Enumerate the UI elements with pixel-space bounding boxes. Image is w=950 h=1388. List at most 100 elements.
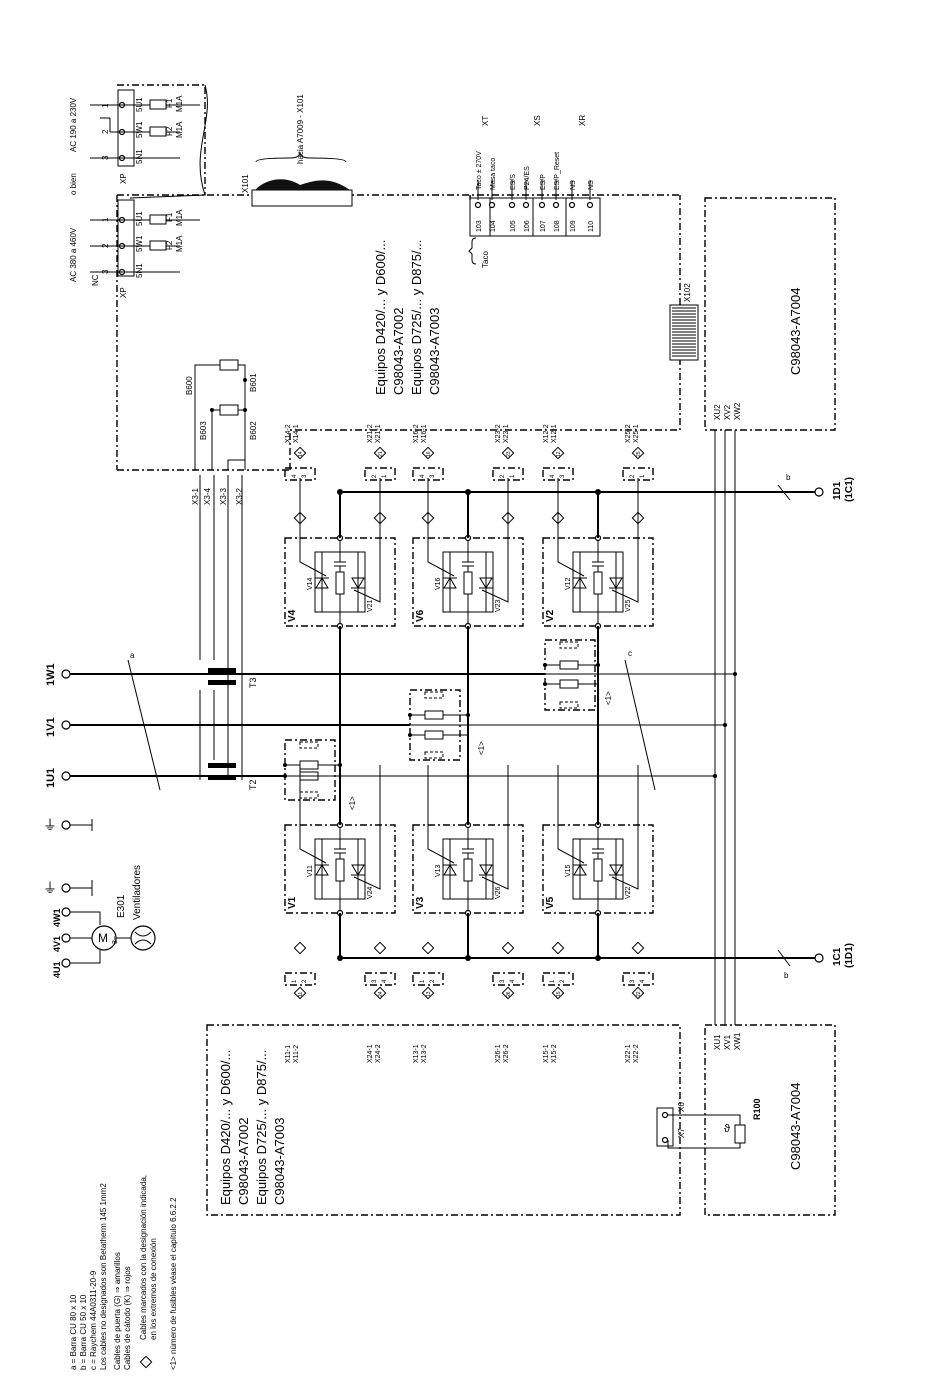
motor-term-xu1: XU1 xyxy=(713,1034,722,1050)
ribbon-x101: X101 hacia A7009 - X101 xyxy=(241,94,353,207)
fuse-rating-3: M1A xyxy=(175,209,184,226)
terminal-1u1[interactable] xyxy=(61,771,71,781)
board-bottom-right-label: C98043-A7004 xyxy=(788,1083,803,1170)
tacho-terminal-105[interactable] xyxy=(508,201,516,209)
board-top-line-1: Equipos D420/... y D600/... xyxy=(373,240,388,395)
fan-motor-symbol: M xyxy=(98,931,108,945)
legend-line-a: a = Barra CU 80 x 10 xyxy=(69,1294,78,1370)
motor-term-xw2: XW2 xyxy=(733,402,742,420)
junction xyxy=(465,489,471,495)
fuse-rating-2: M1A xyxy=(175,121,184,138)
fuse-bank-outline xyxy=(409,689,461,761)
fan-earth-icon: ⏚ xyxy=(43,880,57,896)
dc-bottom-label: 1C1 xyxy=(832,947,843,966)
connector-block xyxy=(542,972,574,986)
transformer-t3: T3 xyxy=(248,677,258,688)
pin-label: 2 xyxy=(302,979,308,983)
connector-label: X11-1 xyxy=(285,1045,292,1063)
pin-label: 2 xyxy=(430,979,436,983)
supply-nc: NC xyxy=(91,274,100,286)
diamond-icon xyxy=(139,1355,153,1369)
pin-label: 3 xyxy=(302,474,308,478)
snubber-resistor-icon xyxy=(593,571,603,595)
term-x3-3: X3-3 xyxy=(219,488,228,505)
gate-lead xyxy=(353,765,381,890)
connector-x6: X6 xyxy=(677,1102,686,1112)
board-top-right-label: C98043-A7004 xyxy=(788,288,803,375)
thermo-sensor: X6 X7 ϑ R100 xyxy=(656,1098,762,1149)
gate-lead xyxy=(611,765,639,890)
terminal-1d1[interactable] xyxy=(814,487,824,497)
connector-label: X24-1 xyxy=(367,1044,374,1063)
terminal-1w1[interactable] xyxy=(61,669,71,679)
diamond-icon xyxy=(421,986,435,1000)
diamond-num: 14 xyxy=(298,451,304,457)
tacho-terminal-106[interactable] xyxy=(522,201,530,209)
fan-term-4v1: 4V1 xyxy=(52,936,62,952)
earth-terminal[interactable] xyxy=(61,820,71,830)
connector-block xyxy=(284,467,316,481)
tacho-signal-label: Masa taco xyxy=(490,158,497,190)
tacho-terminal-108[interactable] xyxy=(552,201,560,209)
terminal-1v1[interactable] xyxy=(61,720,71,730)
diamond-icon xyxy=(501,986,515,1000)
connector-label: X22-2 xyxy=(633,1044,640,1063)
gate-lead xyxy=(481,765,509,890)
board-bottom-line-4: C98043-A7003 xyxy=(272,1118,287,1205)
connector-label: X14-1 xyxy=(293,424,300,443)
supply-wire-5w1b: 5W1 xyxy=(135,235,144,252)
pin-label: 1 xyxy=(510,474,516,478)
fuse-icon xyxy=(424,710,444,720)
tacho-signal-label: Taco ± 270V xyxy=(476,151,483,190)
motor-term-xw1: XW1 xyxy=(733,1032,742,1050)
fuse-icon xyxy=(424,751,444,759)
dc-bus: 1D1 (1C1) 1C1 (1D1) b b xyxy=(340,473,855,980)
pin-label: 1 xyxy=(550,979,556,983)
thyristor-gate-label: V14 xyxy=(307,577,314,590)
diamond-icon xyxy=(631,446,645,460)
connector-label: X14-2 xyxy=(285,424,292,443)
diamond-icon xyxy=(293,986,307,1000)
terminal-1c1[interactable] xyxy=(814,953,824,963)
connector-label: X12-2 xyxy=(543,424,550,443)
fuse-icon xyxy=(559,679,579,689)
tacho-signal-label: ES/P xyxy=(540,174,547,190)
tacho-terminal-num: 108 xyxy=(554,220,561,232)
tacho-terminal-109[interactable] xyxy=(568,201,576,209)
board-top-line-4: C98043-A7003 xyxy=(427,308,442,395)
fan-label: Ventiladores xyxy=(132,865,143,920)
pin-label: 2 xyxy=(372,474,378,478)
tacho-signal-label: P24/ES xyxy=(524,166,531,190)
pin-label: 3 xyxy=(500,979,506,983)
thermo-symbol: ϑ xyxy=(724,1123,730,1135)
tacho-terminal-110[interactable] xyxy=(586,201,594,209)
supply-connector-bottom: XP xyxy=(119,287,128,298)
fan-term-4u1: 4U1 xyxy=(52,961,62,978)
supply-term-3b: 3 xyxy=(101,269,110,274)
gate-lead xyxy=(481,478,509,603)
junction xyxy=(595,955,601,961)
fuse-icon xyxy=(559,660,579,670)
board-bottom: Equipos D420/... y D600/... C98043-A7002… xyxy=(206,1024,681,1216)
connector-block xyxy=(492,467,524,481)
tacho-terminal-104[interactable] xyxy=(488,201,496,209)
pin-label: 1 xyxy=(292,979,298,983)
legend-line-gate: Cables de puerta (G) ⇒ amarillos xyxy=(113,1252,122,1370)
fuse-icon xyxy=(559,701,579,709)
board-bottom-line-1: Equipos D420/... y D600/... xyxy=(218,1050,233,1205)
tacho-terminal-103[interactable] xyxy=(474,201,482,209)
diamond-icon xyxy=(373,446,387,460)
junction xyxy=(543,682,547,686)
module-label: V6 xyxy=(415,609,426,622)
diamond-num: 22 xyxy=(636,991,642,997)
diamond-num: 25 xyxy=(636,451,642,457)
diamond-icon xyxy=(551,986,565,1000)
pin-label: 4 xyxy=(292,474,298,478)
junction xyxy=(337,955,343,961)
board-top-right: C98043-A7004 xyxy=(704,197,836,431)
pin-label: 2 xyxy=(630,474,636,478)
tacho-signal-label: NS xyxy=(588,180,595,190)
diamond-icon xyxy=(421,941,435,955)
tacho-terminal-107[interactable] xyxy=(538,201,546,209)
